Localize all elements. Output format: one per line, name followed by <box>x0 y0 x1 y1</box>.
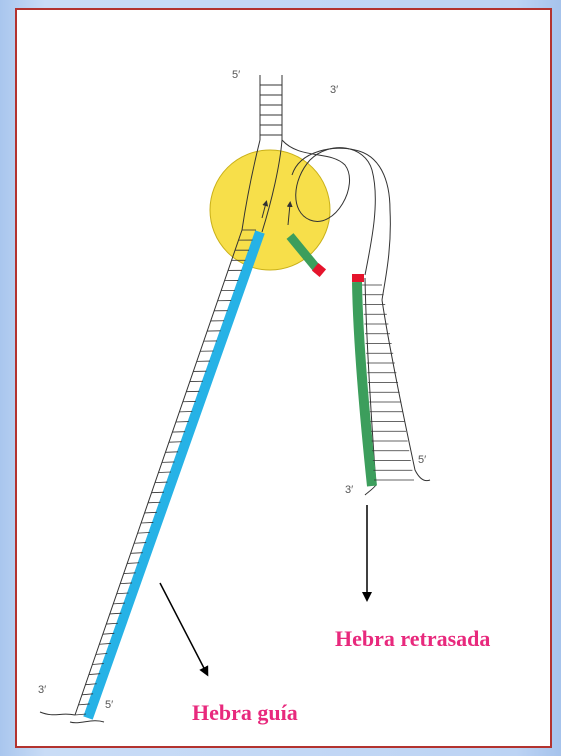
label-leading-3prime: 3′ <box>38 684 46 696</box>
base-pair-rung <box>152 492 164 493</box>
base-pair-rung <box>124 573 136 574</box>
parental-duplex <box>260 75 282 140</box>
label-lagging-5prime: 5′ <box>418 454 426 466</box>
base-pair-rung <box>131 553 143 554</box>
leading-strand-new <box>88 232 260 718</box>
label-top-5prime: 5′ <box>232 69 240 81</box>
leading-rungs <box>75 230 256 715</box>
label-lagging-3prime: 3′ <box>345 484 353 496</box>
base-pair-rung <box>138 533 150 534</box>
base-pair-rung <box>120 583 132 584</box>
base-pair-rung <box>155 482 167 483</box>
base-pair-rung <box>145 512 157 513</box>
label-top-3prime: 3′ <box>330 84 338 96</box>
base-pair-rung <box>148 502 160 503</box>
label-leading-5prime: 5′ <box>105 699 113 711</box>
replisome-circle <box>210 150 330 270</box>
base-pair-rung <box>159 472 172 473</box>
primer-long <box>352 274 364 282</box>
base-pair-rung <box>127 563 139 564</box>
caption-leading-strand: Hebra guía <box>192 700 298 725</box>
leading-caption-arrow <box>160 583 206 672</box>
caption-lagging-strand: Hebra retrasada <box>335 626 490 651</box>
base-pair-rung <box>141 522 153 523</box>
base-pair-rung <box>134 543 146 544</box>
